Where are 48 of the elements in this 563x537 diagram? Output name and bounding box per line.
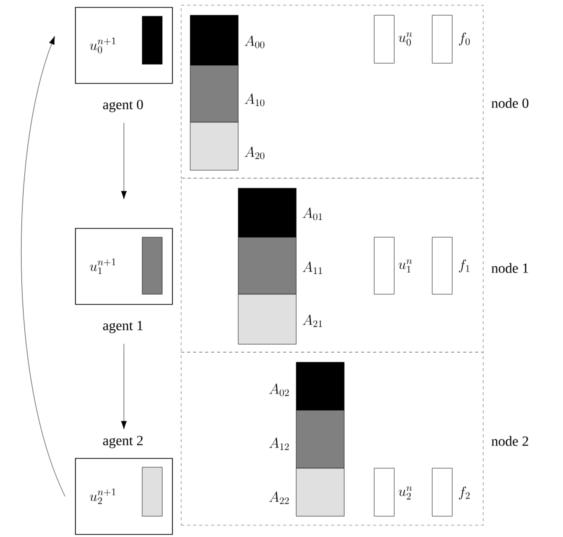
matrix-block (190, 65, 238, 122)
agent-label: agent 1 (103, 320, 143, 334)
filled-bar (142, 16, 162, 64)
vector-bar (374, 15, 394, 64)
matrix-label: $A_{22}$ (269, 492, 289, 504)
matrix-block (238, 294, 296, 344)
dashed-region (181, 352, 484, 526)
agent-box: $u_0^{n+1}$ (75, 7, 173, 84)
arrow (21, 36, 66, 497)
matrix-label: $A_{12}$ (269, 438, 289, 450)
vector-label: $u_2^n$ (398, 486, 412, 500)
vector-bar (374, 468, 394, 516)
agent-label: agent 0 (103, 100, 143, 112)
vector-bar (374, 237, 394, 294)
matrix-block (296, 468, 344, 516)
matrix-label: $A_{21}$ (302, 314, 322, 327)
matrix-label: $A_{11}$ (302, 262, 322, 274)
matrix-label: $A_{02}$ (269, 384, 289, 396)
matrix-label: $A_{20}$ (244, 146, 264, 160)
filled-bar (142, 467, 162, 516)
vector-label: $u_0^n$ (398, 32, 412, 46)
matrix-block (190, 122, 238, 170)
arrow (121, 122, 127, 200)
matrix-block (238, 237, 296, 294)
filled-bar (142, 237, 162, 294)
matrix-label: $A_{00}$ (244, 36, 264, 48)
region-label: node 1 (492, 263, 528, 273)
region-label: node 2 (492, 436, 528, 446)
matrix-label: $A_{10}$ (244, 94, 264, 106)
vector-label: $f_1$ (458, 259, 470, 273)
matrix-block (190, 15, 238, 66)
dashed-region (181, 5, 484, 178)
agent-label: agent 2 (103, 436, 143, 448)
agent-box: $u_1^{n+1}$ (75, 228, 173, 305)
vector-bar (432, 15, 452, 64)
vector-label: $u_1^n$ (398, 259, 412, 273)
vector-bar (432, 468, 452, 516)
matrix-block (238, 188, 296, 238)
agent-box: $u_2^{n+1}$ (75, 458, 173, 535)
matrix-label: $A_{01}$ (302, 208, 322, 220)
matrix-block (296, 410, 344, 468)
vector-label: $f_0$ (458, 32, 470, 46)
arrow (121, 344, 127, 430)
dashed-region (181, 178, 484, 352)
vector-bar (432, 237, 452, 294)
matrix-block (296, 362, 344, 410)
vector-label: $f_2$ (458, 486, 470, 500)
region-label: node 0 (492, 98, 528, 108)
